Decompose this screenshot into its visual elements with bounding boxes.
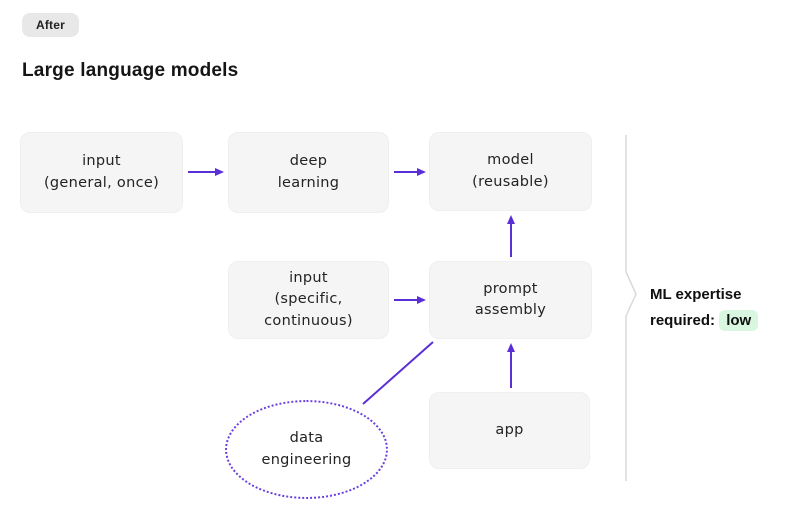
node-model-reusable: model (reusable): [429, 132, 592, 211]
node-deep-learning: deep learning: [228, 132, 389, 213]
after-badge: After: [22, 13, 80, 37]
page-title: Large language models: [22, 60, 239, 81]
node-input-specific: input (specific, continuous): [228, 261, 389, 339]
ml-expertise-line2-prefix: required:: [650, 312, 720, 330]
divider-brace: [625, 135, 637, 481]
line-data-engineering-to-prompt-assembly: [362, 341, 434, 405]
node-data-engineering: data engineering: [225, 400, 388, 499]
node-prompt-assembly: prompt assembly: [429, 261, 592, 339]
ml-expertise-line1: ML expertise: [650, 286, 742, 303]
ml-expertise-level-badge: low: [719, 310, 759, 332]
ml-expertise-note: ML expertise required: low: [650, 282, 790, 335]
node-input-general: input (general, once): [20, 132, 183, 213]
node-app: app: [429, 392, 590, 469]
